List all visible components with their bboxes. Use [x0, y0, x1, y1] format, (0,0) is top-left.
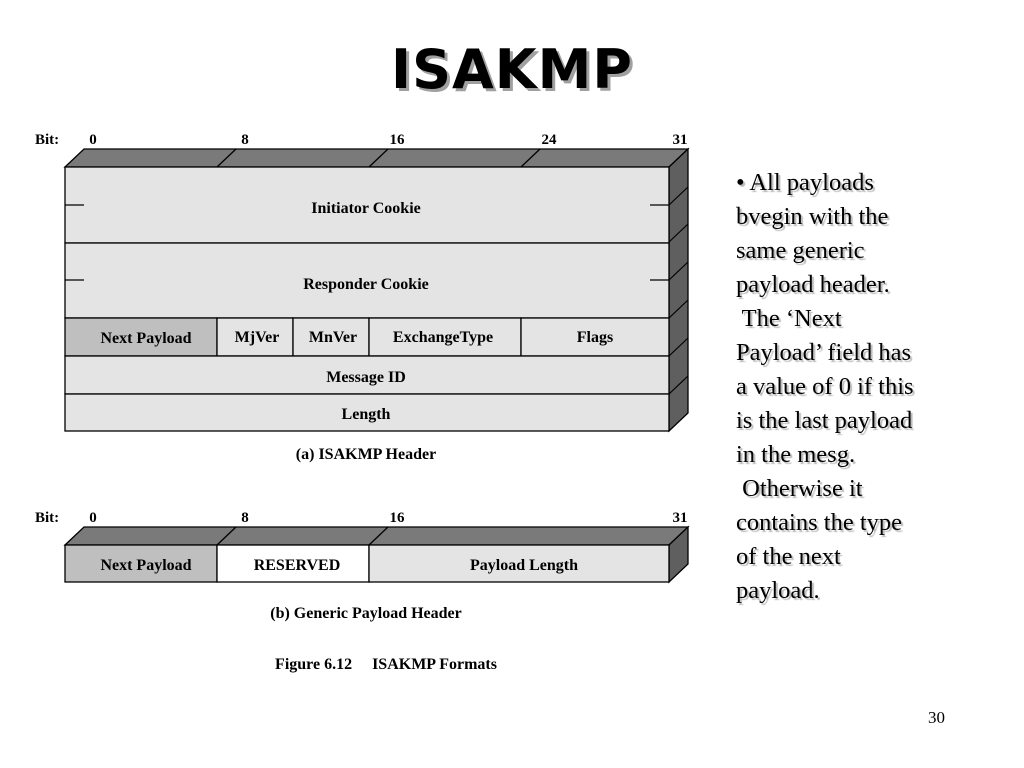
generic-payload-header-diagram: Bit: 0 8 16 31 Next Payload RESERVED Pay…	[35, 510, 690, 622]
bit-tick-31: 31	[673, 510, 688, 526]
top-divider	[216, 148, 237, 168]
responder-cookie-field	[64, 242, 670, 319]
message-id-label: Message ID	[326, 369, 406, 386]
exchange-type-field	[368, 317, 522, 357]
mjver-field	[216, 317, 294, 357]
bullet-line: payload.	[736, 577, 820, 604]
initiator-cookie-label: Initiator Cookie	[311, 200, 420, 217]
top-divider	[368, 148, 389, 168]
side-divider	[668, 375, 689, 395]
bit-tick-16: 16	[390, 510, 406, 526]
bit-tick-16: 16	[390, 132, 406, 148]
bit-tick-24: 24	[542, 132, 558, 148]
generic-payload-header-caption: (b) Generic Payload Header	[270, 605, 462, 622]
reserved-field	[216, 544, 370, 583]
top-divider	[368, 526, 389, 546]
side-divider	[668, 337, 689, 357]
header-side-face	[668, 147, 689, 433]
bit-tick-8: 8	[241, 510, 249, 526]
top-divider	[216, 526, 237, 546]
payload-length-label: Payload Length	[470, 557, 578, 574]
flags-field	[520, 317, 670, 357]
message-id-field	[64, 355, 670, 395]
bit-label: Bit:	[35, 132, 59, 148]
side-divider	[668, 299, 689, 319]
bullet-line: a value of 0 if this	[736, 373, 914, 400]
bullet-line: Payload’ field has	[736, 339, 912, 366]
bullet-line: The ‘Next	[736, 305, 842, 332]
bullet-line: payload header.	[736, 271, 890, 298]
side-divider	[668, 186, 689, 206]
bullet-line: • All payloads	[736, 169, 874, 196]
bullet-line: of the next	[736, 543, 841, 570]
next-payload-label: Next Payload	[100, 330, 191, 347]
isakmp-formats-diagram: Bit: 0 8 16 24 31 Initiator Cookie Respo…	[35, 132, 690, 673]
isakmp-header-diagram: Bit: 0 8 16 24 31 Initiator Cookie Respo…	[35, 132, 690, 463]
bit-label: Bit:	[35, 510, 59, 526]
bit-tick-0: 0	[89, 510, 97, 526]
bit-tick-0: 0	[89, 132, 97, 148]
mnver-label: MnVer	[309, 329, 357, 346]
figure-caption: Figure 6.12 ISAKMP Formats	[275, 656, 497, 673]
bullet-line: Otherwise it	[736, 475, 863, 502]
bullet-line: bvegin with the	[736, 203, 889, 230]
exchange-type-label: ExchangeType	[393, 329, 493, 346]
payload-length-field	[368, 544, 670, 583]
next-payload-field	[64, 544, 218, 583]
bullet-line: is the last payload	[736, 407, 913, 434]
bullet-text: • All payloads bvegin with the same gene…	[736, 166, 966, 608]
side-divider	[668, 261, 689, 281]
reserved-label: RESERVED	[254, 557, 341, 574]
mjver-label: MjVer	[235, 329, 280, 346]
bullet-line: same generic	[736, 237, 865, 264]
side-divider	[668, 223, 689, 243]
page-number: 30	[928, 708, 945, 727]
next-payload-label: Next Payload	[100, 557, 191, 574]
slide-title: ISAKMP	[391, 38, 633, 101]
top-divider	[520, 148, 541, 168]
isakmp-header-caption: (a) ISAKMP Header	[296, 446, 436, 463]
length-label: Length	[342, 406, 391, 423]
bit-tick-31: 31	[673, 132, 688, 148]
bit-tick-8: 8	[241, 132, 249, 148]
flags-label: Flags	[577, 329, 613, 346]
bullet-line: in the mesg.	[736, 441, 856, 468]
header-top-face	[63, 148, 690, 168]
responder-cookie-label: Responder Cookie	[303, 276, 429, 293]
bullet-line: contains the type	[736, 509, 903, 536]
length-field	[64, 393, 670, 432]
payload-header-top-face	[63, 526, 690, 546]
